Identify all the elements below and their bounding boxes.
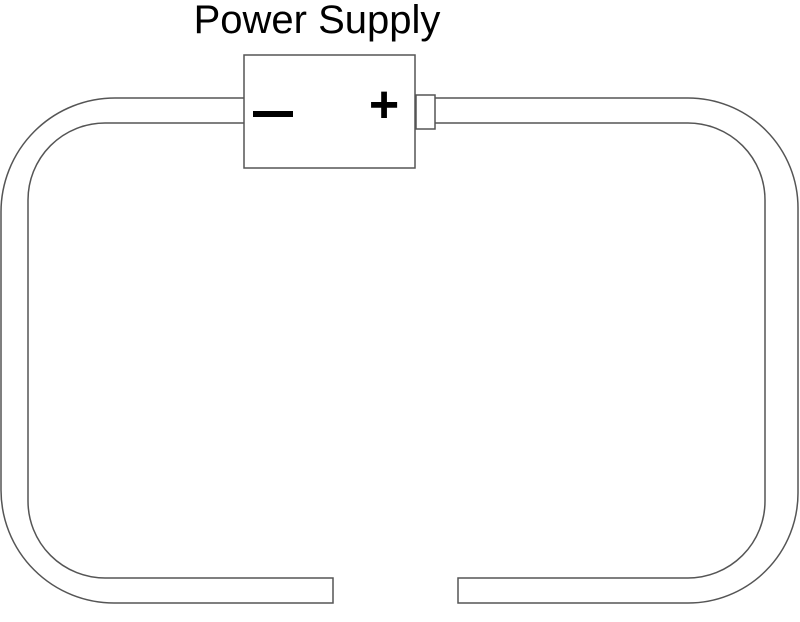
wire-left — [0, 97, 334, 604]
positive-terminal — [415, 94, 436, 130]
power-supply-title: Power Supply — [194, 0, 441, 42]
negative-sign-label: − — [0, 0, 1, 1]
positive-sign: + — [369, 76, 399, 134]
negative-sign-icon — [253, 111, 293, 117]
wire-right — [435, 97, 799, 604]
